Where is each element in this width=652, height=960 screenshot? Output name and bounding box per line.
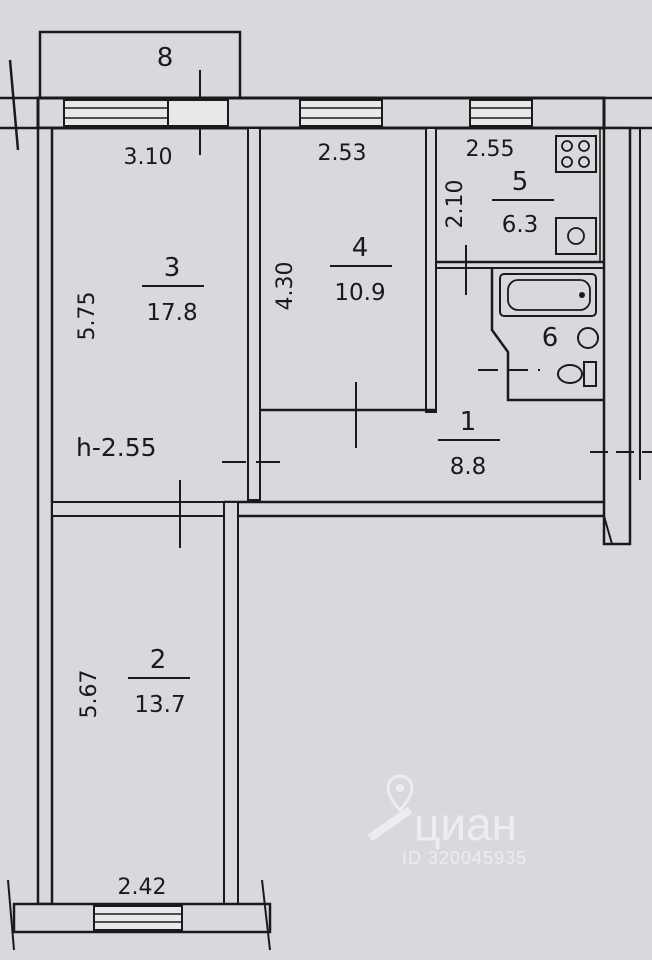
stove-icon	[555, 135, 597, 173]
room1-area: 8.8	[450, 454, 487, 480]
ceiling-height: h-2.55	[76, 433, 157, 462]
balcony-door	[167, 99, 229, 127]
dim-room2-width: 2.42	[118, 875, 167, 900]
window-room4	[299, 99, 383, 127]
watermark-brand: циан	[414, 798, 517, 850]
room4-number: 4	[352, 233, 369, 263]
window-kitchen	[469, 99, 533, 127]
room3-area: 17.8	[146, 300, 197, 326]
room3-number: 3	[164, 253, 181, 283]
dim-room3-width: 3.10	[124, 145, 173, 170]
bathtub-icon	[499, 273, 597, 317]
room4-area: 10.9	[334, 280, 385, 306]
window-room2	[93, 905, 183, 931]
room5-number: 5	[512, 167, 529, 197]
bathroom-walls	[490, 268, 604, 402]
cian-watermark: циан ID 320045935	[367, 774, 527, 868]
bottom-wall-break	[7, 879, 271, 951]
left-wall-break	[0, 59, 38, 151]
cian-logo-arrow	[367, 806, 413, 842]
room5-area: 6.3	[502, 212, 539, 238]
wall-room2-right	[223, 501, 239, 905]
wall-3-4	[247, 127, 261, 501]
dim-room4-length: 4.30	[273, 262, 298, 311]
window-room3	[63, 99, 169, 127]
wall-3-2	[51, 501, 225, 517]
dim-kitchen-length: 2.10	[443, 180, 468, 229]
watermark-id: ID 320045935	[402, 848, 527, 868]
location-pin-icon	[386, 774, 414, 813]
sink-icon	[577, 327, 599, 349]
kitchen-sink-icon	[555, 217, 597, 255]
right-wall-bottom-end	[603, 515, 630, 545]
right-wall-break	[604, 96, 652, 130]
room1-number: 1	[460, 407, 477, 437]
dim-kitchen-width: 2.55	[466, 137, 515, 162]
room6-number: 6	[542, 323, 559, 353]
room2-area: 13.7	[134, 692, 185, 718]
dim-room2-length: 5.67	[77, 670, 102, 719]
balcony-label: 8	[157, 43, 174, 73]
left-exterior-wall	[36, 126, 54, 906]
wall-hall-bottom	[224, 500, 604, 518]
room2-number: 2	[150, 645, 167, 675]
dim-room4-width: 2.53	[318, 141, 367, 166]
toilet-icon	[557, 361, 597, 387]
right-exterior-wall	[602, 126, 632, 546]
wall-4-5	[425, 127, 437, 413]
balcony	[38, 30, 242, 102]
dim-room3-length: 5.75	[75, 292, 100, 341]
